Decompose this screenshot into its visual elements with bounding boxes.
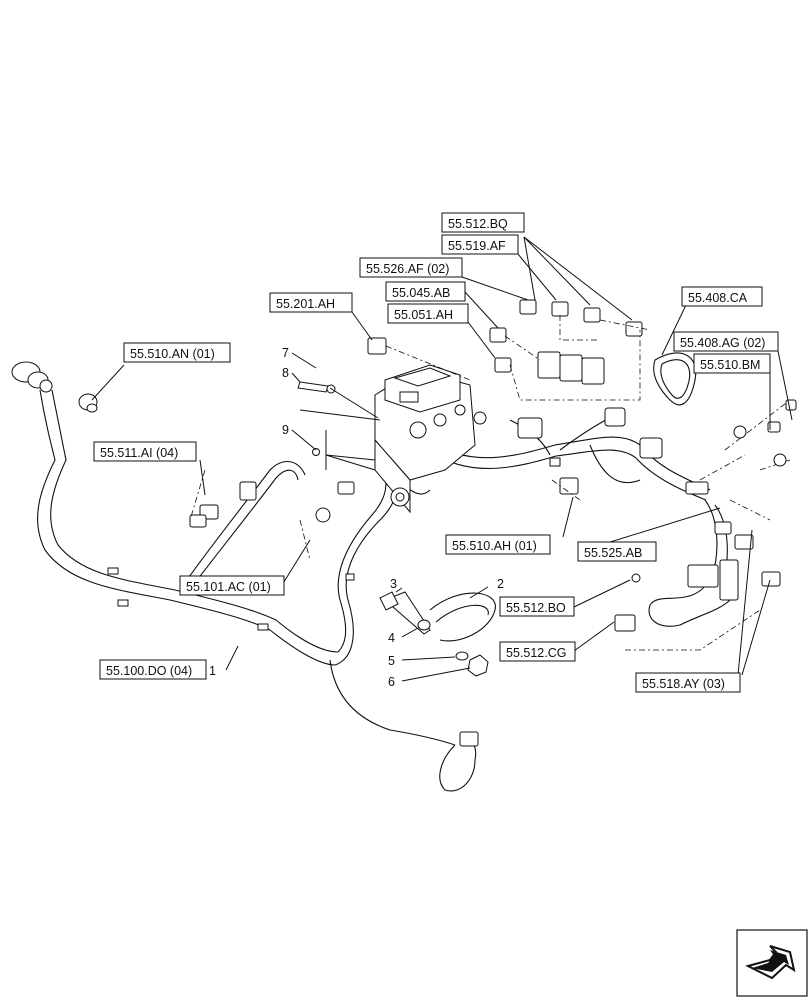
svg-text:55.526.AF (02): 55.526.AF (02): [366, 262, 449, 276]
ref-label-55-518-ay: 55.518.AY (03): [635, 672, 741, 693]
nut-item-6: [467, 654, 489, 677]
svg-text:55.101.AC (01): 55.101.AC (01): [186, 580, 271, 594]
harness-connectors: [189, 407, 739, 747]
ref-label-55-510-bm: 55.510.BM: [693, 353, 771, 374]
ref-label-55-408-ca: 55.408.CA: [681, 286, 763, 307]
sensor-plug-left: [78, 393, 98, 413]
item-number-9: 9: [282, 423, 289, 437]
svg-text:55.512.BO: 55.512.BO: [506, 601, 566, 615]
leader-lines: [91, 236, 793, 682]
ref-label-55-045-ab: 55.045.AB: [385, 281, 466, 302]
ref-label-55-526-af: 55.526.AF (02): [359, 257, 463, 278]
item-number-2: 2: [497, 577, 504, 591]
connector-cluster: [367, 299, 643, 385]
item-number-7: 7: [282, 346, 289, 360]
clamp-item-2: [429, 592, 496, 642]
ref-label-55-051-ah: 55.051.AH: [387, 303, 469, 324]
ref-label-55-408-ag: 55.408.AG (02): [673, 331, 779, 352]
svg-text:55.408.CA: 55.408.CA: [688, 291, 748, 305]
left-harness-connector: [11, 361, 53, 393]
svg-text:55.512.CG: 55.512.CG: [506, 646, 566, 660]
harness-clips: [107, 457, 561, 631]
fastener-item-9: [312, 448, 320, 456]
ref-label-55-201-ah: 55.201.AH: [269, 292, 353, 313]
svg-text:55.519.AF: 55.519.AF: [448, 239, 506, 253]
svg-text:55.201.AH: 55.201.AH: [276, 297, 335, 311]
next-page-arrow-icon[interactable]: [736, 929, 808, 997]
svg-text:55.510.AH (01): 55.510.AH (01): [452, 539, 537, 553]
washer-item-5: [455, 651, 469, 661]
svg-text:55.051.AH: 55.051.AH: [394, 308, 453, 322]
bolt-item-8: [297, 381, 329, 393]
main-harness: [37, 389, 731, 792]
ref-label-55-511-ai: 55.511.AI (04): [93, 441, 197, 462]
svg-text:55.510.BM: 55.510.BM: [700, 358, 760, 372]
control-module: [374, 364, 487, 514]
ref-label-55-101-ac: 55.101.AC (01): [179, 575, 285, 596]
item-number-4: 4: [388, 631, 395, 645]
svg-text:55.518.AY (03): 55.518.AY (03): [642, 677, 725, 691]
ref-label-55-525-ab: 55.525.AB: [577, 541, 657, 562]
svg-text:55.045.AB: 55.045.AB: [392, 286, 450, 300]
ref-label-55-100-do: 55.100.DO (04): [99, 659, 207, 680]
ref-label-55-512-bo: 55.512.BO: [499, 596, 575, 617]
ref-label-55-510-ah: 55.510.AH (01): [445, 534, 551, 555]
svg-text:55.408.AG (02): 55.408.AG (02): [680, 336, 765, 350]
item-number-1: 1: [209, 664, 216, 678]
svg-text:55.510.AN (01): 55.510.AN (01): [130, 347, 215, 361]
svg-text:55.511.AI (04): 55.511.AI (04): [100, 446, 178, 460]
item-number-5: 5: [388, 654, 395, 668]
washer-item-4: [417, 619, 431, 631]
ref-label-55-512-cg: 55.512.CG: [499, 641, 576, 662]
item-number-3: 3: [390, 577, 397, 591]
ref-label-55-519-af: 55.519.AF: [441, 234, 519, 255]
svg-text:55.525.AB: 55.525.AB: [584, 546, 642, 560]
item-number-8: 8: [282, 366, 289, 380]
cable-tie: [653, 352, 697, 406]
right-connectors: [614, 399, 797, 632]
svg-text:55.512.BQ: 55.512.BQ: [448, 217, 508, 231]
ref-label-55-510-an: 55.510.AN (01): [123, 342, 231, 363]
ref-label-55-512-bq: 55.512.BQ: [441, 212, 525, 233]
svg-text:55.100.DO (04): 55.100.DO (04): [106, 664, 192, 678]
connection-lines: [189, 315, 791, 651]
item-number-6: 6: [388, 675, 395, 689]
